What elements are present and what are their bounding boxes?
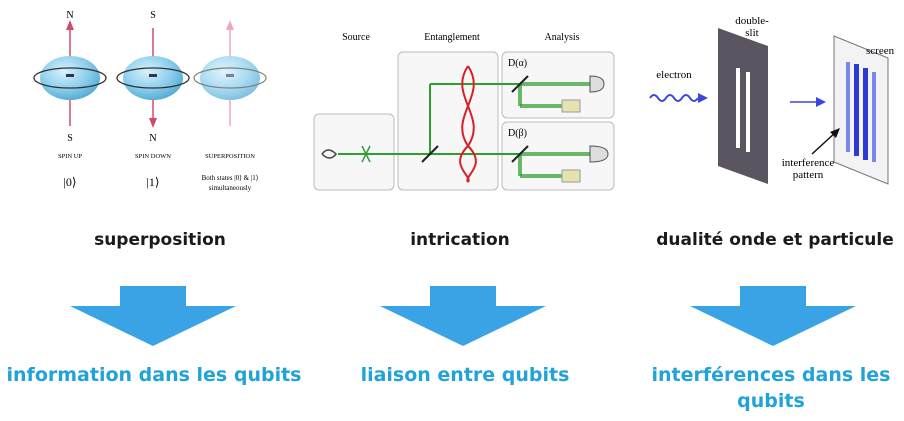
- duality-panel: electron double- slit screen interferenc…: [640, 6, 900, 206]
- detector-beta-1: [589, 145, 609, 163]
- south-label-2: S: [150, 10, 156, 21]
- electron-label: electron: [656, 69, 692, 81]
- detection-screen: [833, 35, 889, 185]
- detector-alpha-label: D(α): [508, 58, 527, 69]
- entanglement-box: [397, 51, 499, 191]
- both-states-label: Both states |0⟩ & |1⟩: [202, 174, 259, 182]
- interference-label-1: interference: [782, 157, 835, 169]
- beam-splitter-icon: [421, 145, 439, 163]
- detector-alpha-2: [561, 99, 581, 113]
- entanglement-panel: Source Entanglement Analysis: [308, 26, 620, 194]
- duality-result: interférences dans les qubits: [640, 362, 902, 414]
- laser-source-icon: [321, 149, 337, 159]
- down-arrow-icon: [690, 286, 856, 346]
- ket-zero: |0⟩: [63, 175, 76, 189]
- interference-label-2: pattern: [793, 169, 824, 181]
- source-label: Source: [342, 32, 370, 43]
- spin-down-sphere: [116, 28, 190, 128]
- simultaneously-label: simultaneously: [209, 184, 252, 192]
- duality-result-line-2: qubits: [737, 390, 805, 412]
- spin-up-label: SPIN UP: [58, 153, 82, 160]
- spin-states-illustration: N S S N SPIN UP SPIN DOWN SUPERPOSITION …: [33, 10, 267, 192]
- detector-beta-2: [561, 169, 581, 183]
- double-slit-label-2: slit: [745, 27, 758, 39]
- superposition-result: information dans les qubits: [6, 364, 302, 386]
- detector-beta-label: D(β): [508, 128, 527, 139]
- down-arrow-icon: [70, 286, 236, 346]
- down-arrow-icon: [380, 286, 546, 346]
- north-label-1: N: [66, 10, 73, 21]
- crystal-star-icon: [360, 145, 372, 163]
- superposition-panel: N S S N SPIN UP SPIN DOWN SUPERPOSITION …: [20, 6, 290, 211]
- source-box: [313, 113, 395, 191]
- north-label-2: N: [149, 133, 156, 144]
- superposition-caption: superposition: [94, 230, 226, 250]
- entanglement-setup-diagram: Source Entanglement Analysis: [313, 32, 615, 191]
- entanglement-result: liaison entre qubits: [360, 364, 570, 386]
- double-slit-label-1: double-: [735, 15, 769, 27]
- entanglement-label: Entanglement: [424, 32, 480, 43]
- ket-one: |1⟩: [146, 175, 159, 189]
- spin-down-label: SPIN DOWN: [135, 153, 171, 160]
- superposition-label: SUPERPOSITION: [205, 153, 255, 160]
- duality-result-line-1: interférences dans les: [651, 364, 891, 386]
- duality-caption: dualité onde et particule: [656, 230, 894, 250]
- analysis-label: Analysis: [545, 32, 580, 43]
- double-slit-diagram: electron double- slit screen interferenc…: [649, 15, 895, 185]
- entanglement-helix-icon: [459, 65, 477, 183]
- south-label-1: S: [67, 133, 73, 144]
- detector-alpha-1: [589, 75, 605, 93]
- entanglement-caption: intrication: [410, 230, 510, 250]
- electron-wave-icon: [649, 94, 699, 102]
- superposition-sphere: [193, 20, 267, 126]
- screen-label: screen: [866, 45, 895, 57]
- double-slit-barrier: [718, 28, 768, 184]
- spin-up-sphere: [33, 20, 107, 126]
